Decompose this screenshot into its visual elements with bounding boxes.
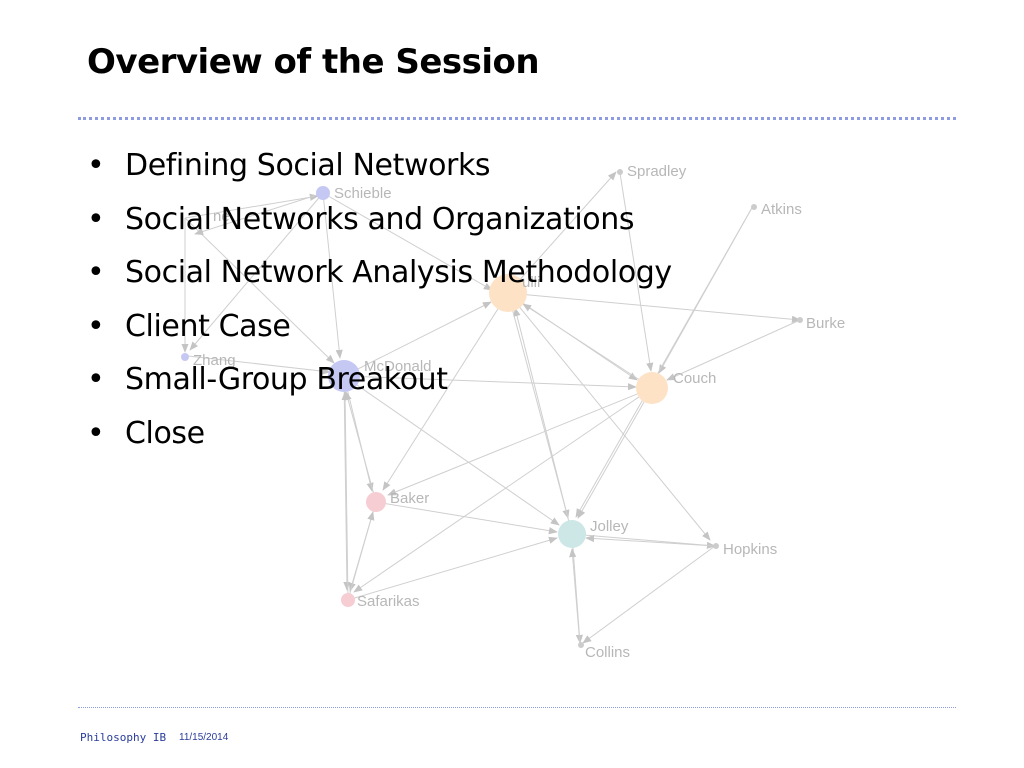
agenda-item: • Social Networks and Organizations xyxy=(87,196,672,250)
edge xyxy=(187,355,331,375)
node-atkins xyxy=(751,204,757,210)
agenda-item: • Small-Group Breakout xyxy=(87,356,672,410)
agenda-item-text: Social Network Analysis Methodology xyxy=(125,255,672,290)
agenda-item: • Close xyxy=(87,410,672,464)
edge xyxy=(571,533,716,549)
agenda-item-text: Close xyxy=(125,415,205,451)
node-mcdonald xyxy=(328,360,360,392)
node-spradley xyxy=(617,169,623,175)
bullet-glyph: • xyxy=(87,201,105,237)
network-edges xyxy=(181,171,801,646)
node-label-schieble: Schieble xyxy=(334,185,392,202)
node-hopkins xyxy=(713,543,719,549)
edge xyxy=(569,548,581,646)
edge xyxy=(347,536,558,601)
edge xyxy=(382,292,509,491)
node-zhang xyxy=(181,353,189,361)
node-label-collins: Collins xyxy=(585,644,630,661)
footer-date: 11/15/2014 xyxy=(179,732,229,743)
edge xyxy=(507,292,711,541)
footer-label: Philosophy IB xyxy=(80,731,167,744)
edge xyxy=(585,534,716,547)
node-label-mcdonald: McDonald xyxy=(364,358,432,375)
node-jolley xyxy=(558,520,586,548)
agenda-item-text: Social Networks and Organizations xyxy=(125,201,635,237)
edge xyxy=(507,292,801,323)
footer-divider xyxy=(78,707,956,708)
edge xyxy=(619,172,654,372)
node-label-partial-left: ne xyxy=(213,208,230,225)
node-schieble xyxy=(316,186,330,200)
node-label-partial-center: ulli xyxy=(522,274,540,291)
edge xyxy=(343,375,351,591)
node-safarikas xyxy=(341,593,355,607)
edge xyxy=(189,192,324,351)
node-label-zhang: Zhang xyxy=(193,352,236,369)
network-labels: Schieble ne Spradley Atkins ulli Burke Z… xyxy=(193,163,845,661)
node-burke xyxy=(797,317,803,323)
edge xyxy=(343,375,560,526)
node-label-safarikas: Safarikas xyxy=(357,593,420,610)
node-label-burke: Burke xyxy=(806,315,845,332)
edge xyxy=(575,205,754,518)
edge xyxy=(194,192,324,235)
node-label-baker: Baker xyxy=(390,490,429,507)
edge xyxy=(322,192,493,291)
edge xyxy=(184,217,335,364)
node-label-hopkins: Hopkins xyxy=(723,541,777,558)
edge xyxy=(322,192,343,359)
edge xyxy=(353,387,653,593)
title-divider xyxy=(78,117,956,120)
bullet-glyph: • xyxy=(87,308,105,344)
agenda-item-text: Defining Social Networks xyxy=(125,148,491,183)
edge xyxy=(343,375,637,391)
edge xyxy=(387,387,653,496)
edge xyxy=(347,511,375,601)
edge xyxy=(582,545,716,644)
node-center xyxy=(489,274,527,312)
bullet-glyph: • xyxy=(87,415,105,451)
agenda-item: • Client Case xyxy=(87,303,672,357)
node-baker xyxy=(366,492,386,512)
node-collins xyxy=(578,642,584,648)
agenda-item-text: Client Case xyxy=(125,308,291,344)
edge xyxy=(507,171,617,294)
edge xyxy=(375,501,558,535)
slide-title: Overview of the Session xyxy=(87,42,540,82)
edge xyxy=(577,387,653,519)
node-label-spradley: Spradley xyxy=(627,163,687,180)
node-label-couch: Couch xyxy=(673,370,716,387)
bullet-glyph: • xyxy=(87,148,105,183)
edge xyxy=(341,391,349,601)
edge xyxy=(666,319,801,381)
edge xyxy=(513,307,573,535)
edge xyxy=(343,301,492,377)
agenda-item: • Social Network Analysis Methodology xyxy=(87,249,672,303)
bullet-glyph: • xyxy=(87,362,105,397)
agenda-item-text: Small-Group Breakout xyxy=(125,362,448,397)
edge xyxy=(522,303,653,389)
edge xyxy=(344,391,377,503)
network-nodes xyxy=(181,169,803,648)
edge xyxy=(184,193,319,219)
agenda-item: • Defining Social Networks xyxy=(87,142,672,196)
node-label-jolley: Jolley xyxy=(590,518,629,535)
node-label-atkins: Atkins xyxy=(761,201,802,218)
node-couch xyxy=(636,372,668,404)
bullet-glyph: • xyxy=(87,255,105,290)
agenda-list: • Defining Social Networks • Social Networ… xyxy=(87,142,672,463)
